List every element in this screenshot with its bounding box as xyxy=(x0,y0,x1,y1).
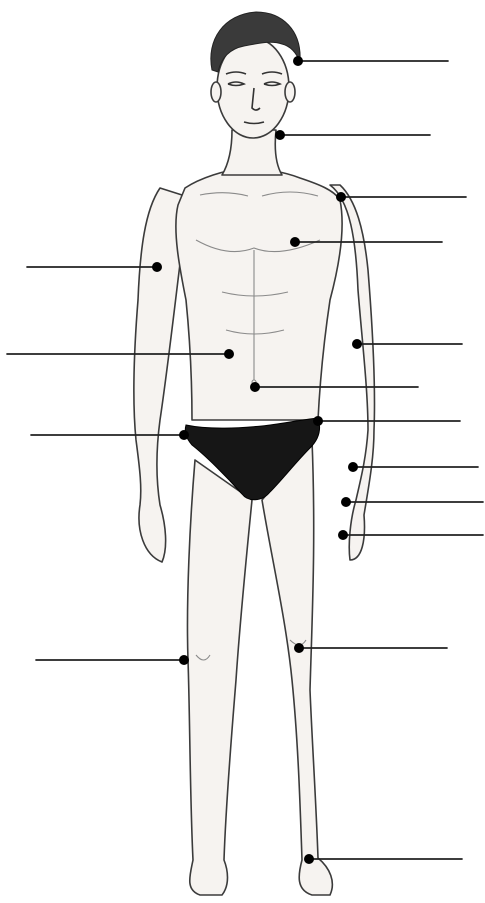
ankle-dot xyxy=(304,854,314,864)
left-leg xyxy=(187,460,252,895)
palm-dot xyxy=(341,497,351,507)
upper-arm-dot xyxy=(152,262,162,272)
navel-dot xyxy=(250,382,260,392)
knee-dot xyxy=(179,655,189,665)
waist-dot xyxy=(313,416,323,426)
kneecap-dot xyxy=(294,643,304,653)
torso xyxy=(176,168,342,420)
elbow-dot xyxy=(352,339,362,349)
left-arm xyxy=(134,188,183,562)
fingers-dot xyxy=(338,530,348,540)
hip-dot xyxy=(179,430,189,440)
neck-dot xyxy=(275,130,285,140)
wrist-dot xyxy=(348,462,358,472)
right-leg xyxy=(262,440,332,895)
shoulder-dot xyxy=(336,192,346,202)
left-ear xyxy=(211,82,221,102)
chest-dot xyxy=(290,237,300,247)
hair-dot xyxy=(293,56,303,66)
right-ear xyxy=(285,82,295,102)
abdomen-dot xyxy=(224,349,234,359)
